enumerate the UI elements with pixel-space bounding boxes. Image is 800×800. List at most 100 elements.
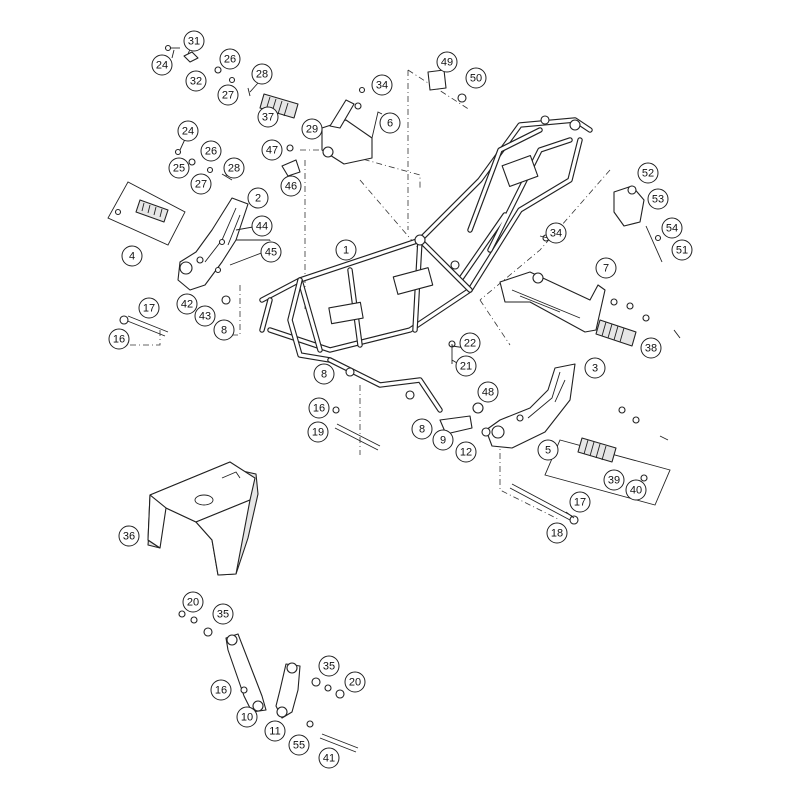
- callout-circle: [183, 30, 205, 52]
- callout-label: 38: [645, 343, 657, 355]
- callout-circle: [308, 397, 330, 419]
- callout-label: 29: [306, 124, 318, 136]
- callout-50: 50: [465, 67, 487, 89]
- callout-label: 12: [460, 447, 472, 459]
- right-rear-footrest-bracket: [499, 271, 606, 333]
- callout-45: 45: [260, 241, 282, 263]
- callout-label: 17: [574, 497, 586, 509]
- rider-footpeg-top: [259, 93, 299, 119]
- callout-label: 8: [321, 369, 327, 381]
- callout-circle: [301, 118, 323, 140]
- callout-circle: [432, 429, 454, 451]
- callout-label: 4: [129, 251, 135, 263]
- callout-label: 26: [224, 54, 236, 66]
- assembly-guide-lines: [120, 69, 611, 521]
- callout-circle: [261, 139, 283, 161]
- callout-label: 31: [188, 36, 200, 48]
- callout-19: 19: [307, 421, 329, 443]
- stand-bracket-10: [225, 633, 267, 713]
- callout-circle: [182, 591, 204, 613]
- callout-circle: [118, 525, 140, 547]
- callout-4: 4: [121, 245, 143, 267]
- callout-circle: [168, 157, 190, 179]
- callout-circle: [251, 215, 273, 237]
- callout-circle: [194, 305, 216, 327]
- callout-circle: [637, 162, 659, 184]
- callout-circle: [121, 245, 143, 267]
- callout-circle: [176, 293, 198, 315]
- callout-label: 27: [195, 179, 207, 191]
- callout-circle: [625, 479, 647, 501]
- callout-label: 10: [241, 712, 253, 724]
- skid-plate: [147, 461, 259, 576]
- callout-label: 45: [265, 247, 277, 259]
- callout-48: 48: [477, 381, 499, 403]
- callout-circle: [138, 297, 160, 319]
- callout-27: 27: [217, 84, 239, 106]
- callout-9: 9: [432, 429, 454, 451]
- callout-circle: [247, 187, 269, 209]
- callout-28: 28: [251, 63, 273, 85]
- callout-54: 54: [661, 217, 683, 239]
- right-rider-footrest-bracket: [485, 363, 576, 449]
- callout-24: 24: [177, 120, 199, 142]
- left-passenger-footpeg: [107, 181, 186, 246]
- callout-55: 55: [288, 734, 310, 756]
- callout-label: 53: [652, 194, 664, 206]
- callout-39: 39: [603, 469, 625, 491]
- callout-26: 26: [219, 48, 241, 70]
- left-rider-footrest-bracket: [177, 197, 249, 291]
- callout-circle: [371, 74, 393, 96]
- callout-circle: [212, 603, 234, 625]
- callout-circle: [251, 63, 273, 85]
- main-frame: [259, 115, 593, 413]
- callout-20: 20: [344, 671, 366, 693]
- callout-label: 51: [676, 245, 688, 257]
- callout-7: 7: [595, 257, 617, 279]
- callout-1: 1: [335, 239, 357, 261]
- callout-38: 38: [640, 337, 662, 359]
- callout-label: 36: [123, 531, 135, 543]
- callout-label: 44: [256, 221, 268, 233]
- callout-label: 24: [182, 126, 194, 138]
- callout-34: 34: [371, 74, 393, 96]
- callout-27: 27: [190, 173, 212, 195]
- callout-label: 32: [190, 76, 202, 88]
- callout-label: 7: [603, 263, 609, 275]
- linkage-9: [439, 402, 491, 437]
- callout-31: 31: [183, 30, 205, 52]
- callout-43: 43: [194, 305, 216, 327]
- callout-circle: [190, 173, 212, 195]
- callout-5: 5: [537, 439, 559, 461]
- callout-label: 35: [217, 609, 229, 621]
- callout-circle: [151, 54, 173, 76]
- callout-41: 41: [318, 747, 340, 769]
- callout-49: 49: [436, 51, 458, 73]
- callout-8: 8: [411, 418, 433, 440]
- callout-circle: [545, 222, 567, 244]
- callout-2: 2: [247, 187, 269, 209]
- callout-label: 34: [550, 228, 562, 240]
- callout-16: 16: [308, 397, 330, 419]
- callout-46: 46: [280, 175, 302, 197]
- callout-label: 48: [482, 387, 494, 399]
- callout-3: 3: [584, 357, 606, 379]
- callout-circle: [569, 491, 591, 513]
- callout-label: 43: [199, 311, 211, 323]
- callout-circle: [219, 48, 241, 70]
- callout-circle: [236, 706, 258, 728]
- callout-51: 51: [671, 239, 693, 261]
- callout-label: 1: [343, 245, 349, 257]
- callout-label: 46: [285, 181, 297, 193]
- callout-label: 3: [592, 363, 598, 375]
- callout-circle: [217, 84, 239, 106]
- callout-circle: [313, 363, 335, 385]
- callout-42: 42: [176, 293, 198, 315]
- callout-circle: [260, 241, 282, 263]
- right-rider-footpeg: [595, 298, 650, 347]
- callout-circle: [537, 439, 559, 461]
- callout-label: 26: [205, 146, 217, 158]
- callout-circle: [288, 734, 310, 756]
- callout-25: 25: [168, 157, 190, 179]
- callout-44: 44: [251, 215, 273, 237]
